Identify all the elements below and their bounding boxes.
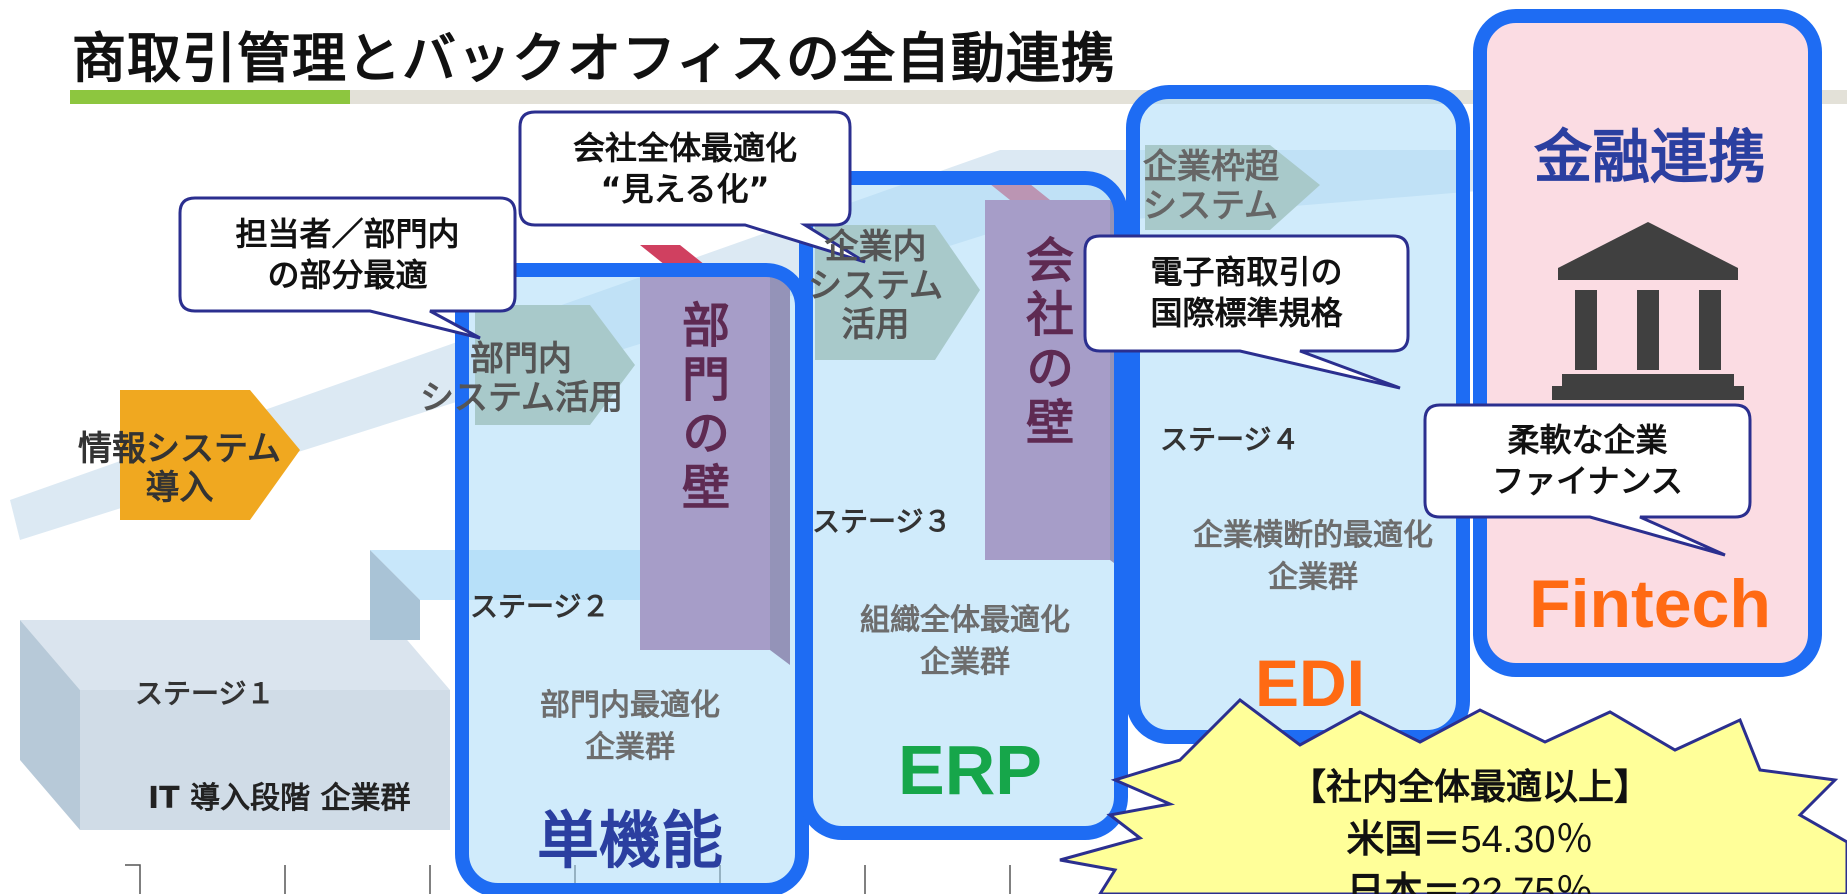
- info-system-arrow: [120, 390, 300, 520]
- frame-label-erp: ERP: [898, 731, 1042, 809]
- arrow-label-info-system: 情報システム 導入: [78, 429, 281, 509]
- frame-label-single-function: 単機能: [536, 807, 723, 876]
- arrow-label-dept-line2: システム活用: [420, 378, 623, 419]
- callout-4-bubble: [1423, 403, 1752, 557]
- arrow-label-info-system-line2: 導入: [145, 468, 214, 509]
- bank-building-icon: [1552, 222, 1744, 400]
- burst-us-label: 米国＝: [1346, 817, 1461, 861]
- burst-jp-row: 日本＝22.75％: [1270, 860, 1670, 894]
- callout-2-text: 会社全体最適化 “見える化”: [520, 128, 850, 210]
- step-2-side: [370, 550, 420, 640]
- title-underline-green: [70, 90, 350, 104]
- callout-1-bubble: [178, 196, 517, 340]
- step-group-2-label: 部門内最適化 企業群: [530, 685, 730, 769]
- step-group-3-line1: 組織全体最適化: [860, 603, 1070, 638]
- step-group-4-label: 企業横断的最適化 企業群: [1168, 515, 1458, 599]
- callout-3-line1: 電子商取引の: [1150, 253, 1343, 291]
- step-1-front: [80, 690, 450, 830]
- wall-1-label: 部門の壁: [673, 300, 729, 516]
- stage-1-label: ステージ１: [135, 677, 275, 710]
- burst-jp-label: 日本＝: [1346, 869, 1461, 894]
- arrow-label-crossorg-line1: 企業枠超: [1143, 147, 1279, 187]
- arrow-label-info-system-line1: 情報システム: [78, 429, 281, 469]
- arrow-label-company-line1: 企業内: [824, 227, 927, 267]
- step-1-top: [20, 620, 450, 690]
- stage-3-label: ステージ３: [812, 505, 952, 538]
- step-group-2-line1: 部門内最適化: [540, 688, 720, 723]
- callout-1-text: 担当者／部門内 の部分最適: [180, 214, 515, 296]
- frame-label-edi: EDI: [1254, 646, 1366, 720]
- arrow-label-dept-line1: 部門内: [470, 339, 572, 379]
- frame-label-fintech: Fintech: [1529, 566, 1771, 642]
- page-title: 商取引管理とバックオフィスの全自動連携: [72, 27, 1116, 90]
- callout-1-line2: の部分最適: [267, 255, 428, 294]
- burst-us-row: 米国＝54.30％: [1270, 808, 1670, 863]
- callout-4-text: 柔軟な企業 ファイナンス: [1425, 420, 1750, 502]
- frame-label-finance: 金融連携: [1533, 123, 1766, 191]
- burst-us-value: 54.30％: [1460, 819, 1594, 861]
- step-1-side: [20, 620, 80, 830]
- burst-shape: [1059, 698, 1847, 894]
- step-group-2-line2: 企業群: [585, 730, 675, 765]
- frame-erp: [799, 171, 1128, 840]
- arrow-label-company: 企業内 システム 活用: [808, 227, 943, 346]
- callout-4-line2: ファイナンス: [1492, 461, 1683, 500]
- callout-1-line1: 担当者／部門内: [235, 215, 460, 253]
- step-group-3-label: 組織全体最適化 企業群: [845, 600, 1085, 684]
- callout-3-line2: 国際標準規格: [1150, 293, 1343, 332]
- wall-2-label: 会社の壁: [1017, 235, 1073, 451]
- callout-3-text: 電子商取引の 国際標準規格: [1085, 252, 1408, 334]
- step-group-4-line2: 企業群: [1268, 560, 1358, 595]
- wall-1-top: [640, 245, 705, 265]
- callout-2-line1: 会社全体最適化: [572, 129, 797, 167]
- callout-4-line1: 柔軟な企業: [1507, 421, 1668, 459]
- stage-4-label: ステージ４: [1160, 423, 1300, 456]
- callout-2-bubble: [518, 110, 866, 264]
- callout-3-bubble: [1083, 234, 1410, 390]
- step-group-3-line2: 企業群: [920, 645, 1010, 680]
- burst-heading: 【社内全体最適以上】: [1289, 767, 1650, 808]
- arrow-label-company-line2: システム: [808, 266, 943, 307]
- arrow-label-crossorg-line2: システム: [1143, 186, 1278, 227]
- arrow-label-company-line3: 活用: [841, 305, 910, 346]
- step-group-4-line1: 企業横断的最適化: [1193, 518, 1433, 553]
- arrow-label-crossorg: 企業枠超 システム: [1143, 147, 1279, 227]
- step-group-1-label: IT 導入段階 企業群: [148, 781, 411, 816]
- stage-2-label: ステージ２: [470, 590, 610, 623]
- callout-2-line2: “見える化”: [600, 169, 770, 208]
- arrow-label-dept: 部門内 システム活用: [420, 339, 623, 419]
- burst-jp-value: 22.75％: [1460, 871, 1594, 894]
